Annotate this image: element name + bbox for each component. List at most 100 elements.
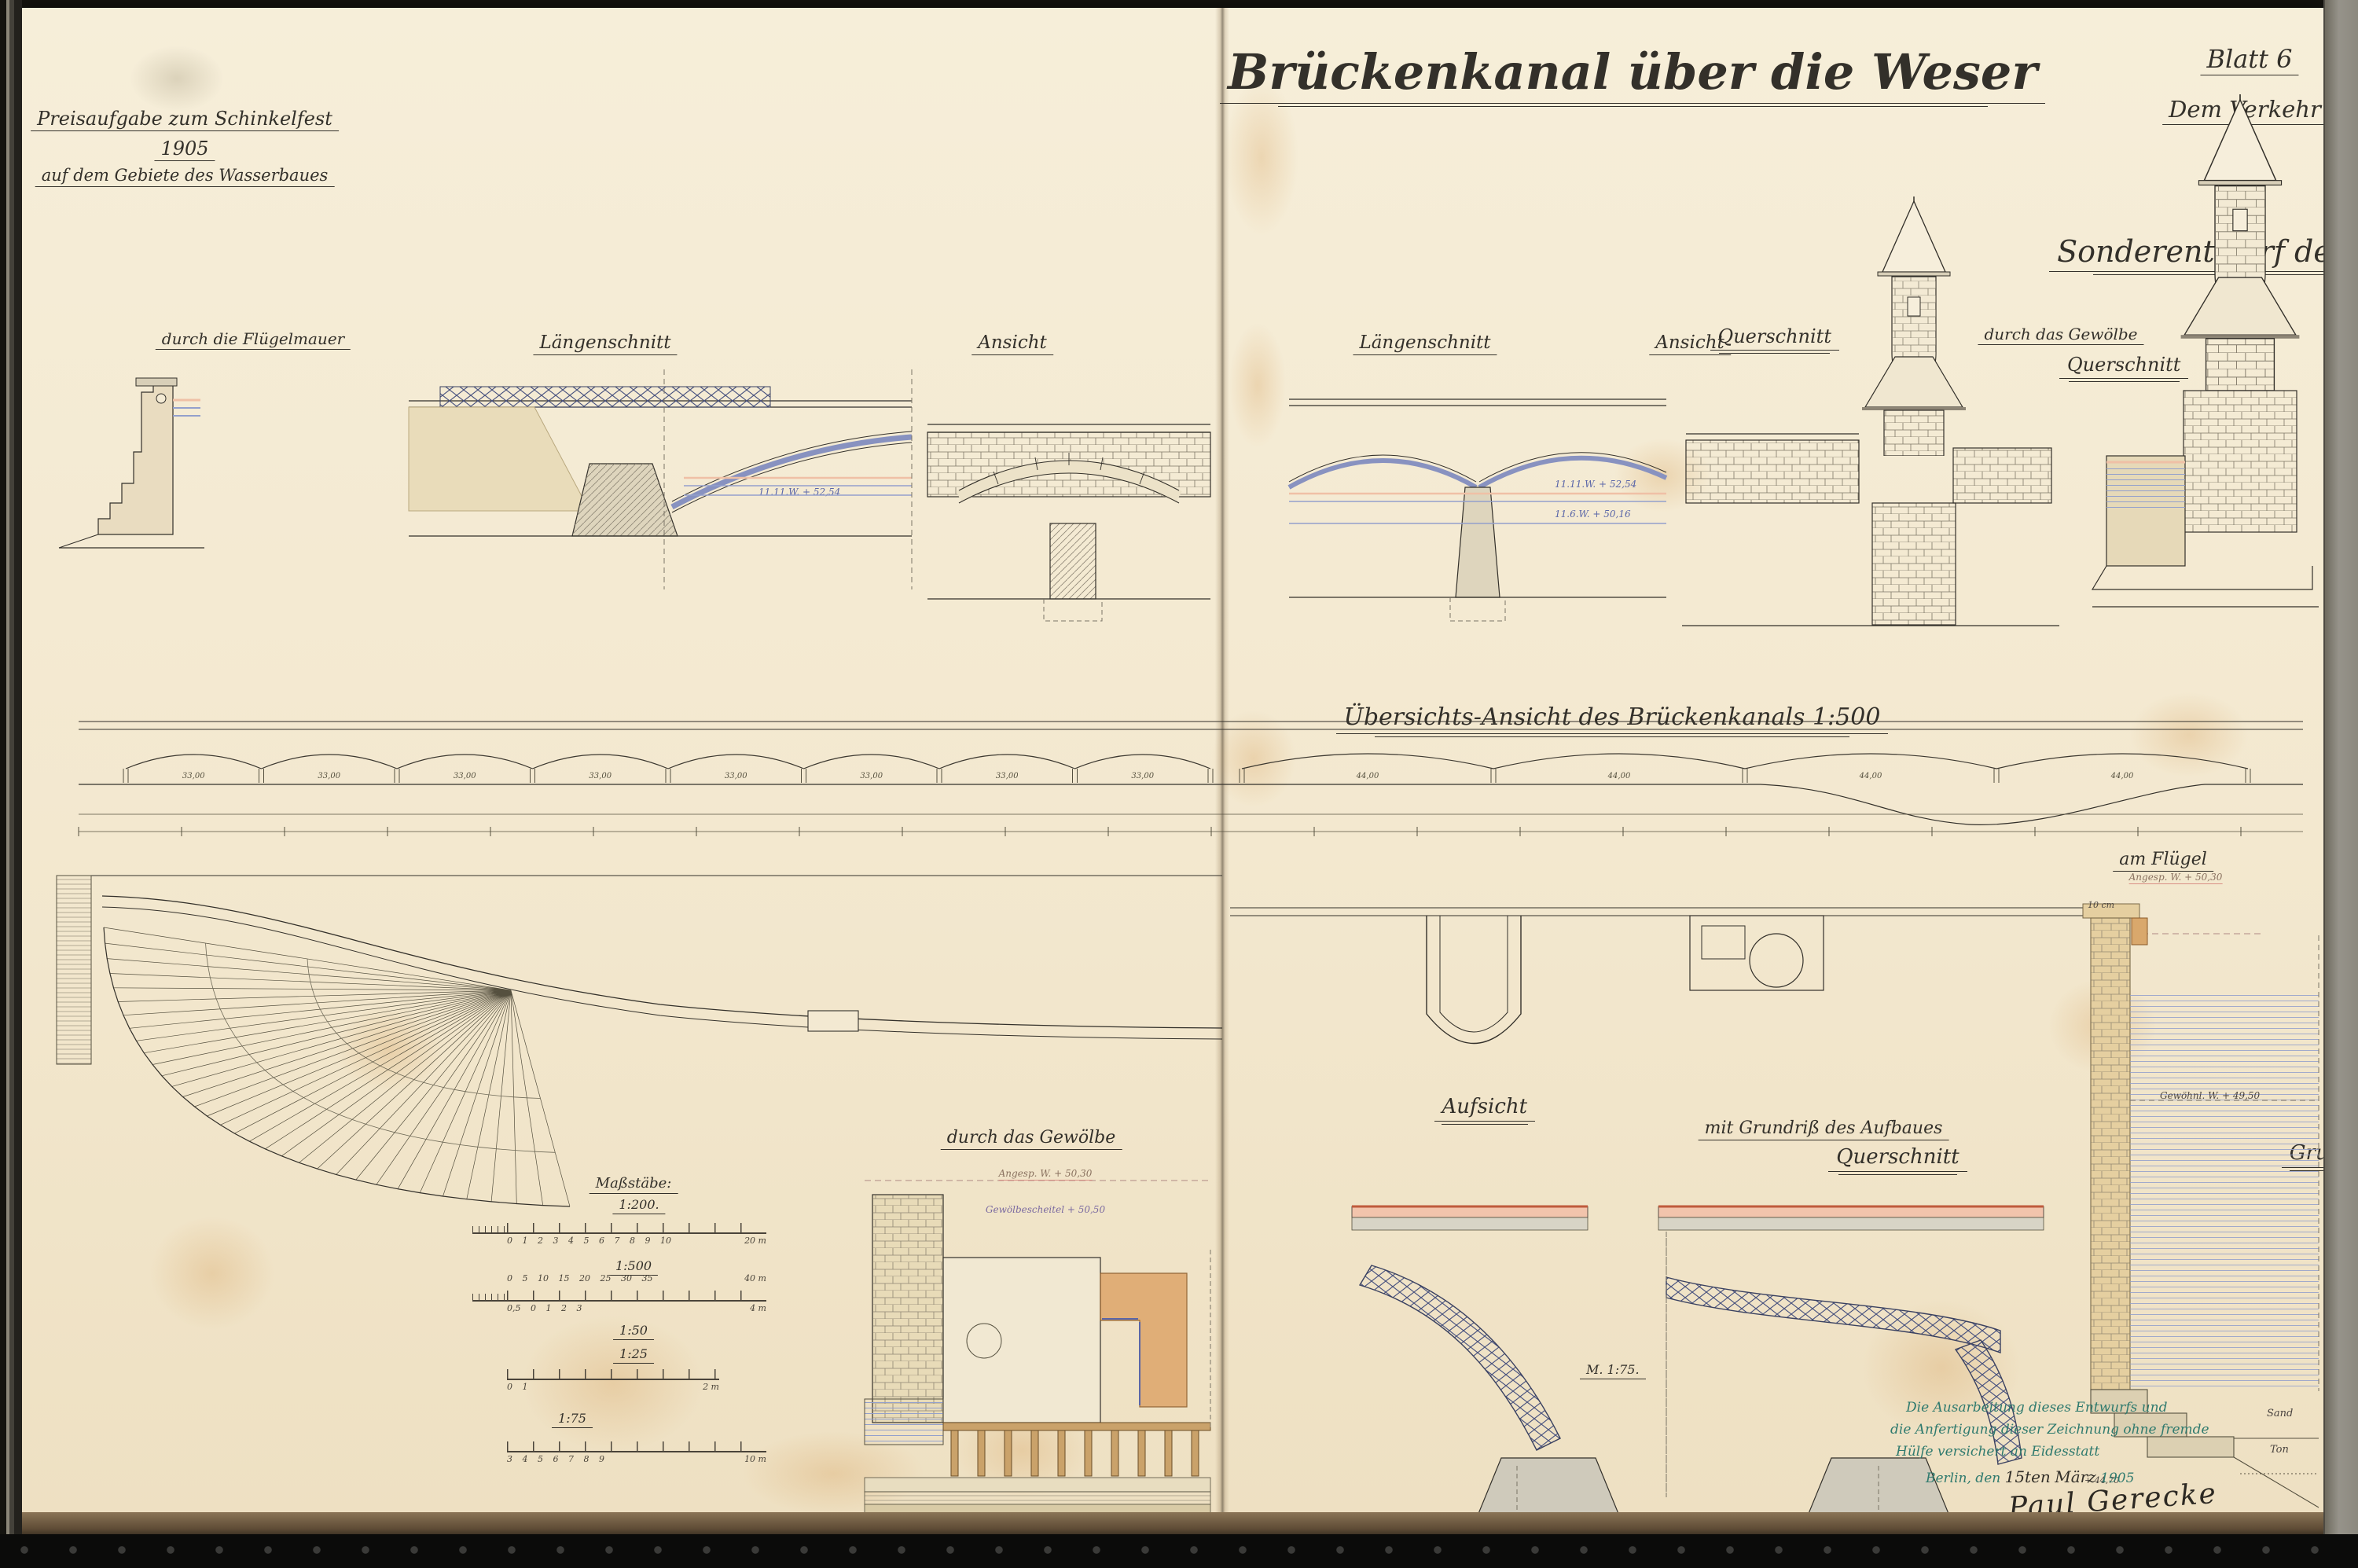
- date-day: 15ten: [2004, 1467, 2051, 1486]
- overview-arches: [125, 753, 2249, 769]
- drawing-strom-ansicht-tower: [1682, 196, 2059, 626]
- fan-inner-arc: [205, 942, 556, 1153]
- span-dimension: 33,00: [318, 772, 341, 780]
- span-dimension: 44,00: [1607, 772, 1631, 780]
- scale-end: 10 m: [744, 1454, 766, 1464]
- drawing-wing-wall-section: [58, 377, 204, 549]
- drawing-grundriss: [1351, 1205, 1667, 1520]
- attestation-date: Berlin, den 15ten März 1905: [1926, 1468, 2134, 1486]
- label-vault-low-2: durch das Gewölbe: [940, 1128, 1122, 1151]
- label-vault-top-2: durch das Gewölbe: [1978, 325, 2144, 345]
- note-detail-level: + 44,70: [2084, 1475, 2120, 1485]
- label-aufbau-2: mit Grundriß des Aufbaues: [1698, 1118, 1949, 1141]
- scale-bar-200: [507, 1223, 766, 1234]
- overview-piers-ticks: [78, 769, 2251, 836]
- date-month: März: [2055, 1467, 2096, 1486]
- drawing-plan-lines: [1230, 907, 2091, 1044]
- drawing-wing-detail: [2082, 903, 2319, 1508]
- scale-ticks: 3 4 5 6 7 8 9: [507, 1454, 604, 1464]
- scale-end: 20 m: [744, 1236, 766, 1246]
- fan-inner-arc: [307, 958, 541, 1099]
- scale-ticks: 0 1 2 3 4 5 6 7 8 9 10: [507, 1236, 671, 1246]
- span-dimension: 33,00: [1131, 772, 1155, 780]
- label-scale-500: 1:500: [608, 1259, 659, 1276]
- scale-bar-75: [507, 1441, 766, 1452]
- span-dimension: 33,00: [182, 772, 205, 780]
- fan-outer-arc: [103, 927, 571, 1207]
- drawing-overview-elevation: [78, 721, 2303, 836]
- drawing-vault-section-low: [864, 1180, 1211, 1518]
- label-sand: Sand: [2267, 1408, 2294, 1419]
- span-dimension: 44,00: [2110, 772, 2134, 780]
- label-ton: Ton: [2270, 1444, 2289, 1456]
- label-scale-50: 1:50: [613, 1324, 654, 1340]
- label-strom-ansicht: Ansicht: [1649, 332, 1731, 356]
- water-level-high-2: 11.11.W. + 52,54: [1555, 479, 1637, 490]
- page-title: Brückenkanal über die Weser: [1220, 43, 2045, 104]
- label-fan-plan: Aufsicht: [1434, 1095, 1536, 1122]
- label-scale-25: 1:25: [613, 1347, 654, 1364]
- scale-bar-200-numbers: 0 1 2 3 4 5 6 7 8 9 10 20 m: [507, 1236, 766, 1246]
- scale-bar-200-fine: [472, 1226, 507, 1234]
- date-year: 1905: [2100, 1471, 2135, 1486]
- scale-end: 40 m: [744, 1273, 766, 1283]
- scale-ticks: 0 5 10 15 20 25 30 35: [507, 1273, 653, 1283]
- scale-end: 2 m: [703, 1382, 719, 1392]
- scale-bar-500-numbers: 0 5 10 15 20 25 30 35 40 m: [507, 1273, 766, 1283]
- label-detail-2: am Flügel: [2113, 850, 2213, 872]
- scale-bar-25-numbers: 0 1 2 m: [507, 1382, 719, 1392]
- span-dimension: 33,00: [589, 772, 612, 780]
- scale-bar-500: [507, 1291, 766, 1302]
- span-dimension: 33,00: [453, 772, 476, 780]
- scale-ticks: 0,5 0 1 2 3: [507, 1303, 582, 1313]
- attestation-line1: Die Ausarbeitung dieses Entwurfs und: [1906, 1400, 2168, 1416]
- note-detail-angesp: Angesp. W. + 50,30: [2128, 872, 2223, 885]
- drawing-wing-wall-plan: [56, 875, 1223, 1207]
- stain: [110, 31, 244, 126]
- label-vault-top-1: Querschnitt: [2059, 354, 2189, 380]
- span-dimension: 44,00: [1859, 772, 1882, 780]
- scale-end: 4 m: [750, 1303, 766, 1313]
- drawing-strom-laengenschnitt: [1287, 398, 1668, 622]
- binding-strip: [22, 1512, 2323, 1536]
- drawing-dam-laengenschnitt: [408, 369, 913, 589]
- center-fold-line: [1215, 8, 1229, 1531]
- water-level-low: 11.6.W. + 50,16: [1555, 509, 1631, 520]
- label-vault-low-1: Querschnitt: [1828, 1145, 1967, 1173]
- label-strom-laengenschnitt: Längenschnitt: [1353, 332, 1497, 356]
- label-scale-75: 1:75: [552, 1412, 593, 1428]
- competition-note-line1: Preisaufgabe zum Schinkelfest: [31, 108, 339, 132]
- competition-note-line3: auf dem Gebiete des Wasserbaues: [35, 166, 335, 188]
- note-gewoelbescheitel: Gewölbescheitel + 50,50: [985, 1204, 1106, 1215]
- scale-bar-75-numbers: 3 4 5 6 7 8 9 10 m: [507, 1454, 766, 1464]
- note-detail-10cm: 10 cm: [2088, 900, 2115, 910]
- label-wing-section-2: durch die Flügelmauer: [155, 330, 351, 350]
- attestation-line2: die Anfertigung dieser Zeichnung ohne fr…: [1890, 1422, 2209, 1438]
- page-subtitle: Sonderentwurf der Flutöffnungen 1:200: [2049, 234, 2358, 272]
- label-wing-section-1: Querschnitt: [1710, 325, 1839, 351]
- note-detail-gewoehnl: Gewöhnl. W. + 49,50: [2160, 1090, 2261, 1101]
- span-dimension: 33,00: [860, 772, 883, 780]
- drawing-aufbau-plan: [1658, 1205, 2044, 1520]
- span-dimension: 33,00: [995, 772, 1019, 780]
- label-dam-ansicht: Ansicht: [971, 332, 1053, 356]
- label-dam-laengenschnitt: Längenschnitt: [533, 332, 678, 356]
- note-angespanntes-wasser: Angesp. W. + 50,30: [998, 1168, 1093, 1181]
- drawing-dam-ansicht: [927, 424, 1211, 622]
- paper-edge-right: [2323, 0, 2358, 1568]
- span-dimension: 44,00: [1356, 772, 1379, 780]
- attestation-line3: Hülfe versichert an Eidesstatt: [1896, 1444, 2100, 1460]
- sheet-number: Blatt 6: [2200, 45, 2299, 76]
- fan-radial-lines: [103, 927, 571, 1207]
- date-label: Berlin, den: [1926, 1471, 2001, 1486]
- label-scale-200: 1:200.: [612, 1198, 666, 1214]
- note-scale-75: M. 1:75.: [1580, 1363, 1646, 1379]
- paper-edge-left: [0, 0, 22, 1568]
- competition-note-line2: 1905: [154, 138, 215, 162]
- perforation-strip: [0, 1534, 2358, 1568]
- drawing-vault-section-tower: [2091, 94, 2319, 608]
- scale-bar-25: [507, 1369, 719, 1380]
- label-scales-heading: Maßstäbe:: [589, 1176, 678, 1194]
- scale-bar-500-fine: [472, 1294, 507, 1302]
